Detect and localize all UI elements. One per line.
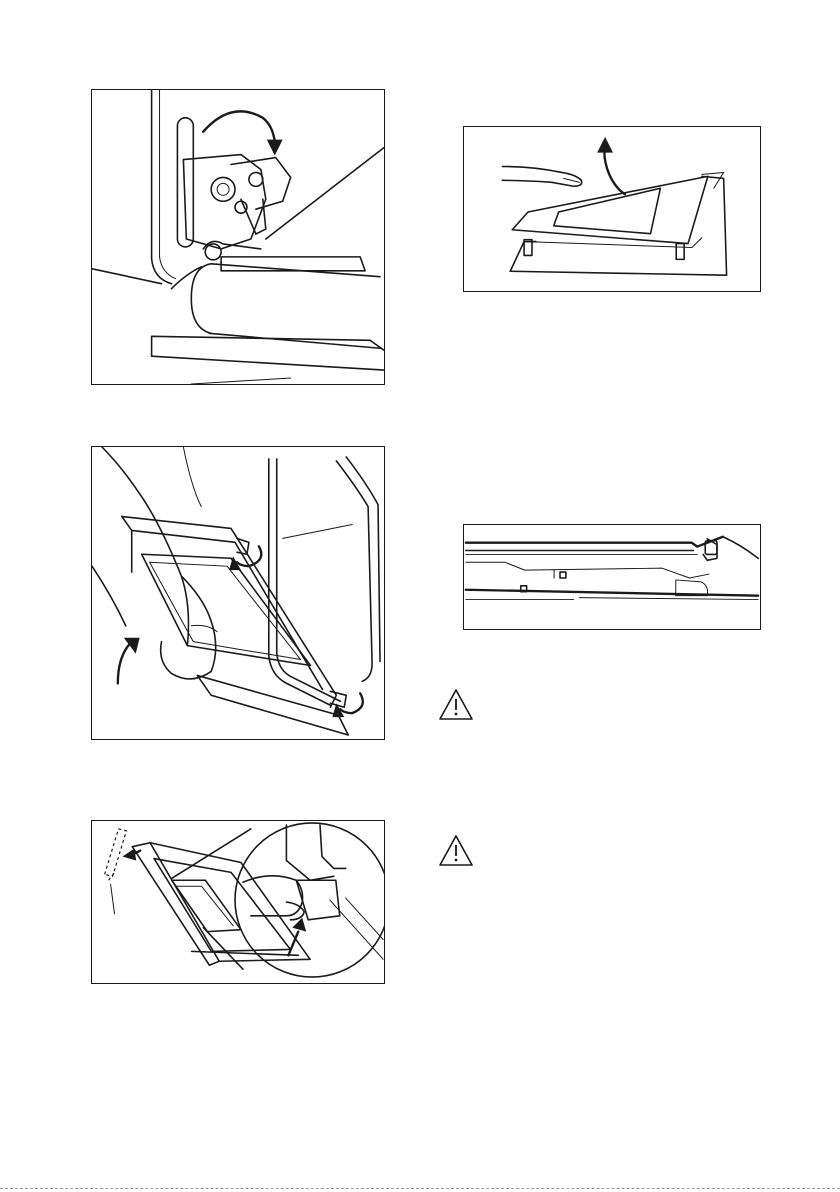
door-figure bbox=[91, 446, 385, 740]
warning-triangle-icon bbox=[438, 834, 474, 867]
warning-icon-2 bbox=[438, 834, 474, 867]
hinge-figure bbox=[91, 89, 385, 385]
warning-triangle-icon bbox=[438, 688, 474, 721]
hinge-lever-icon bbox=[92, 90, 384, 384]
door-strip-icon bbox=[92, 821, 384, 983]
trim-figure bbox=[463, 524, 761, 630]
trim-profile-icon bbox=[464, 525, 760, 629]
page-bottom-rule bbox=[0, 1188, 840, 1189]
warning-icon-1 bbox=[438, 688, 474, 721]
glass-panel-figure bbox=[463, 126, 761, 292]
glass-panel-icon bbox=[464, 127, 760, 291]
oven-door-icon bbox=[92, 447, 384, 739]
strip-figure bbox=[91, 820, 385, 984]
